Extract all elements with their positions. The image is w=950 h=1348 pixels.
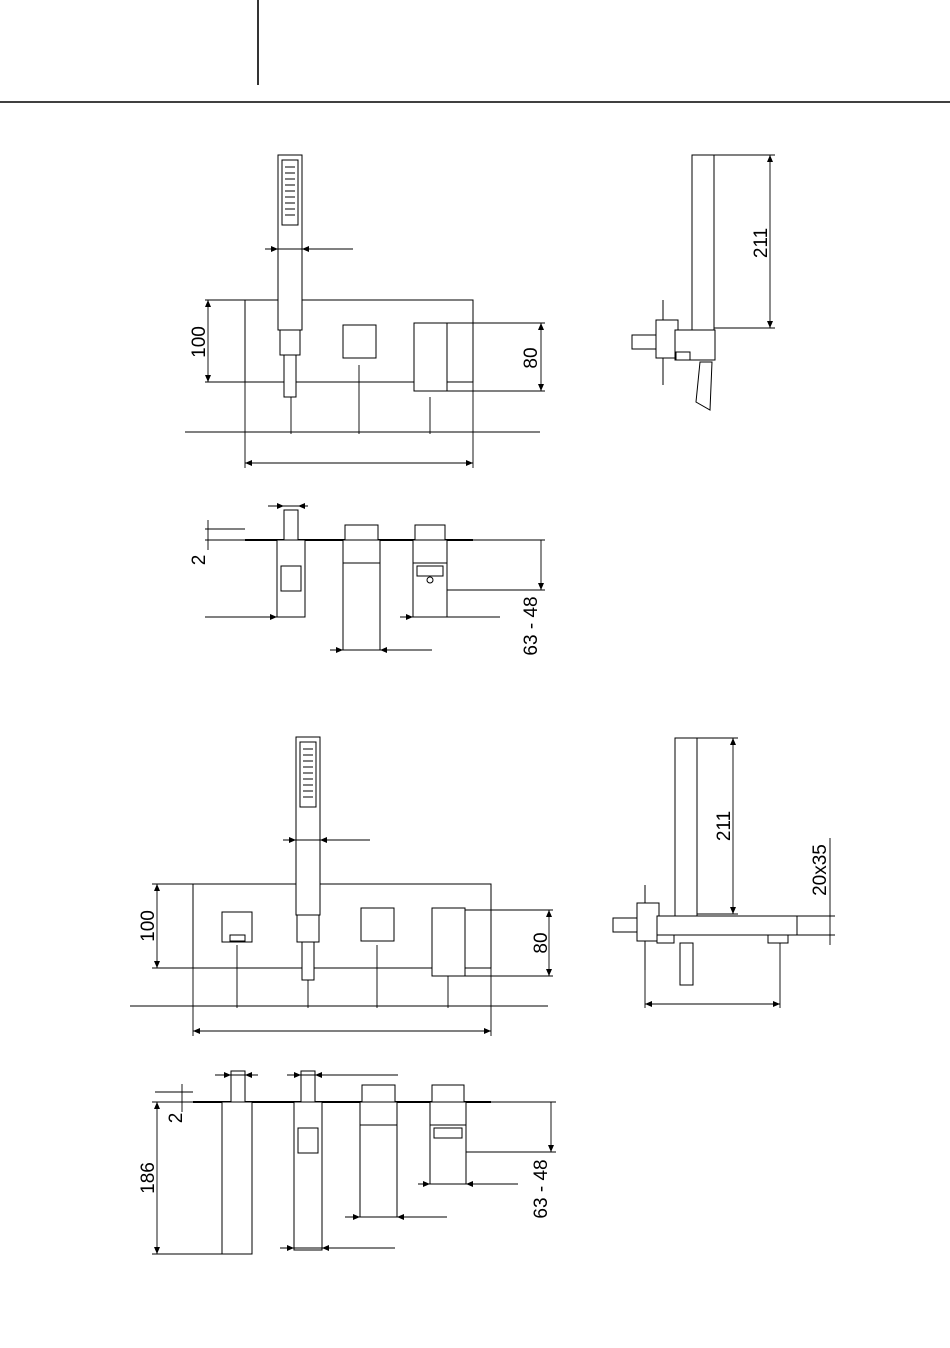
height-label: 100: [189, 326, 210, 358]
view-b-side: 211 20x35: [613, 738, 835, 1008]
diverter-body: [360, 1102, 397, 1217]
mixer-cap: [432, 1085, 464, 1102]
mixer-cap: [415, 525, 445, 540]
height-label: 100: [138, 910, 159, 942]
shower-connector: [301, 1071, 315, 1102]
shower-outlet: [302, 942, 314, 980]
lever-side: [696, 362, 712, 410]
diverter-knob: [343, 325, 376, 358]
view-b-front: 100 80: [130, 737, 553, 1036]
mixer-body: [413, 540, 447, 617]
view-b-top: 2 186 63 - 48: [138, 1071, 556, 1254]
plate-height-label: 80: [521, 347, 542, 368]
hand-shower-holder: [297, 915, 319, 942]
diverter-body: [343, 540, 380, 650]
shower-connector: [284, 510, 298, 540]
spout-body: [222, 1102, 252, 1254]
title-block: [0, 0, 950, 102]
hand-shower-holder: [280, 330, 300, 355]
depth-range-label: 63 - 48: [521, 596, 542, 655]
plate-height-label: 80: [531, 932, 552, 953]
hand-shower-height-label: 211: [714, 811, 735, 841]
depth-label: 186: [138, 1162, 159, 1194]
view-a-top: 2 63 - 48: [189, 503, 545, 656]
plate-thickness-label: 2: [189, 555, 210, 566]
mixer-lever: [432, 908, 465, 976]
hand-shower: [278, 155, 302, 397]
spout-connector: [231, 1071, 245, 1102]
shower-outlet: [284, 355, 296, 397]
hand-shower-side: [675, 738, 697, 916]
valve-cap: [362, 1085, 395, 1102]
spout-diverter: [222, 912, 252, 942]
holder-body: [294, 1102, 322, 1250]
plate-thickness-label: 2: [166, 1113, 187, 1124]
spout-side: [657, 916, 797, 935]
hand-shower-side: [692, 155, 714, 330]
hand-shower: [296, 737, 320, 980]
diverter-knob: [361, 908, 394, 941]
mixer-body: [430, 1102, 466, 1184]
valve-cap: [345, 525, 378, 540]
view-a-front: 100 80: [185, 155, 545, 468]
hand-shower-height-label: 211: [751, 228, 772, 258]
mixer-lever: [414, 323, 447, 391]
depth-range-label: 63 - 48: [531, 1159, 552, 1218]
view-a-side: 211: [632, 155, 775, 410]
spout-section-label: 20x35: [810, 844, 831, 896]
lever-side: [680, 943, 693, 985]
